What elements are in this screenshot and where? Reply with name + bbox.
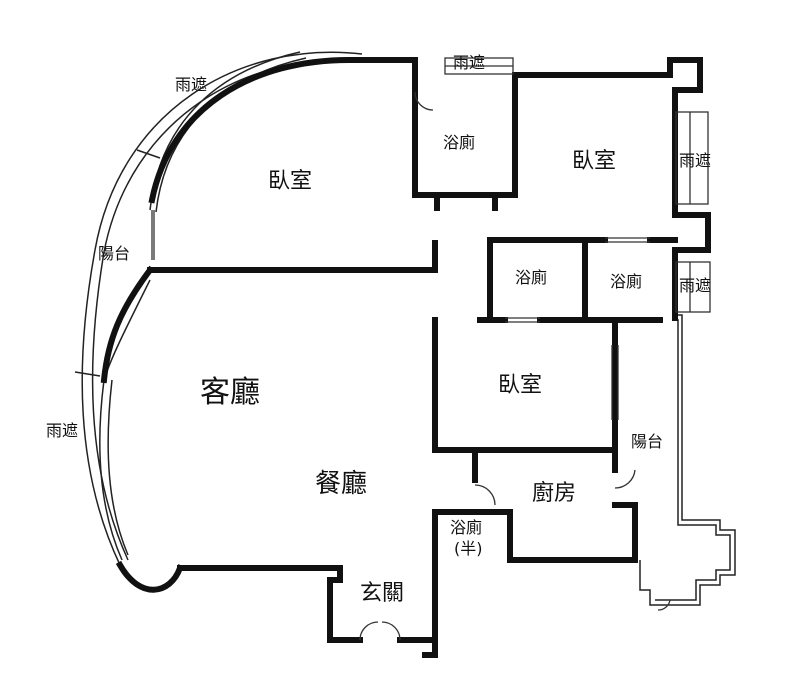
label-living-room: 客廳 [200,375,260,410]
label-bath-half: 浴廁 [450,518,482,537]
label-rain-right-top: 雨遮 [679,151,711,170]
label-bath-2: 浴廁 [515,268,547,287]
label-balcony-right: 陽台 [631,432,663,451]
right-balcony-outline [639,314,736,606]
label-rain-right-mid: 雨遮 [679,276,711,295]
label-kitchen: 廚房 [532,481,576,506]
label-bedroom-1: 臥室 [268,169,312,194]
label-rain-top-center: 雨遮 [453,53,485,72]
label-entrance: 玄關 [360,581,404,606]
label-bath-3: 浴廁 [610,272,642,291]
label-bath-half-note: (半) [454,539,483,558]
label-rain-left: 雨遮 [46,421,78,440]
label-rain-top-left: 雨遮 [175,75,207,94]
openings [151,57,711,641]
label-bedroom-2: 臥室 [572,149,616,174]
label-bath-1: 浴廁 [443,133,475,152]
label-bedroom-3: 臥室 [498,373,542,398]
label-balcony-left: 陽台 [98,244,130,263]
label-dining-room: 餐廳 [315,469,367,499]
walls [100,56,711,658]
